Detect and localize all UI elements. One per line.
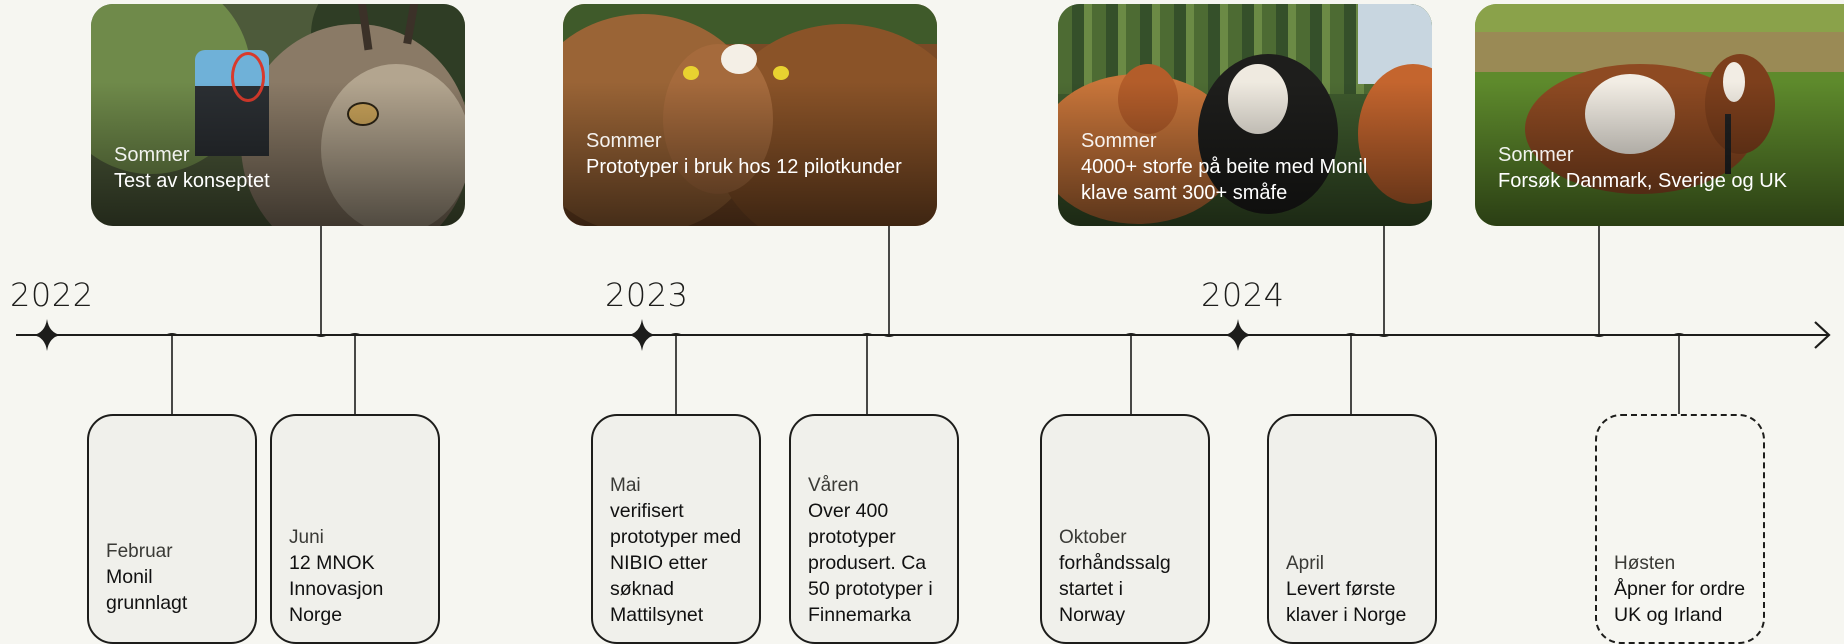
note-card-season: Mai <box>610 475 641 496</box>
note-card-text: 12 MNOK Innovasjon Norge <box>289 552 384 626</box>
note-card-autumn-planned: Høsten Åpner for ordre UK og Irland <box>1595 414 1765 644</box>
photo-card-season: Sommer <box>1081 130 1157 152</box>
note-card-text: forhåndssalg startet i Norway <box>1059 552 1171 626</box>
photo-card-season: Sommer <box>586 130 662 152</box>
photo-card-title: Forsøk Danmark, Sverige og UK <box>1498 170 1787 192</box>
junction-tick <box>348 333 362 335</box>
photo-card-season: Sommer <box>1498 144 1574 166</box>
junction-tick <box>1592 335 1606 337</box>
note-card-text: Monil grunnlagt <box>106 566 188 614</box>
note-card-april: April Levert første klaver i Norge <box>1267 414 1437 644</box>
year-label-2023: 2023 <box>605 276 689 314</box>
junction-tick <box>314 335 328 337</box>
junction-tick <box>882 335 896 337</box>
note-card-spring: Våren Over 400 prototyper produsert. Ca … <box>789 414 959 644</box>
year-marker-2022 <box>33 319 61 351</box>
photo-card-trials-nordics-uk: Sommer Forsøk Danmark, Sverige og UK <box>1475 4 1844 226</box>
note-card-june: Juni 12 MNOK Innovasjon Norge <box>270 414 440 644</box>
year-marker-2023 <box>628 319 656 351</box>
note-card-february: Februar Monil grunnlagt <box>87 414 257 644</box>
note-card-text: Levert første klaver i Norge <box>1286 578 1407 626</box>
note-card-season: Februar <box>106 541 173 562</box>
note-card-text: verifisert prototyper med NIBIO etter sø… <box>610 500 742 626</box>
junction-tick <box>1672 333 1686 335</box>
note-card-season: Oktober <box>1059 527 1127 548</box>
year-label-2024: 2024 <box>1201 276 1285 314</box>
junction-tick <box>1124 333 1138 335</box>
junction-tick <box>165 333 179 335</box>
junction-tick <box>860 333 874 335</box>
photo-card-title: Prototyper i bruk hos 12 pilotkunder <box>586 156 902 178</box>
note-card-may: Mai verifisert prototyper med NIBIO ette… <box>591 414 761 644</box>
junction-tick <box>669 333 683 335</box>
photo-card-title: 4000+ storfe på beite med Monil klave sa… <box>1081 156 1368 204</box>
note-card-season: Høsten <box>1614 553 1676 574</box>
note-card-season: Våren <box>808 475 859 496</box>
note-card-october: Oktober forhåndssalg startet i Norway <box>1040 414 1210 644</box>
junction-tick <box>1344 333 1358 335</box>
photo-card-season: Sommer <box>114 144 190 166</box>
note-card-season: Juni <box>289 527 324 548</box>
photo-card-title: Test av konseptet <box>114 170 270 192</box>
photo-card-test-concept: Sommer Test av konseptet <box>91 4 465 226</box>
photo-card-pilot-customers: Sommer Prototyper i bruk hos 12 pilotkun… <box>563 4 937 226</box>
junction-tick <box>1377 335 1391 337</box>
year-label-2022: 2022 <box>10 276 94 314</box>
timeline-arrow-head <box>1814 321 1831 349</box>
year-marker-2024 <box>1224 319 1252 351</box>
note-card-season: April <box>1286 553 1325 574</box>
photo-card-cattle-on-pasture: Sommer 4000+ storfe på beite med Monil k… <box>1058 4 1432 226</box>
note-card-text: Åpner for ordre UK og Irland <box>1614 578 1746 626</box>
note-card-text: Over 400 prototyper produsert. Ca 50 pro… <box>808 500 933 626</box>
